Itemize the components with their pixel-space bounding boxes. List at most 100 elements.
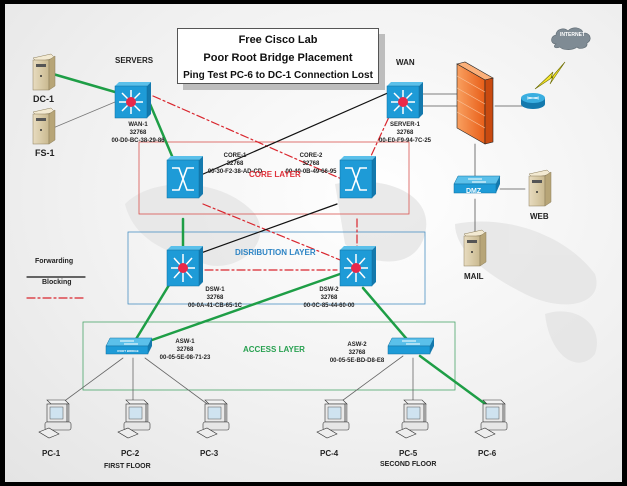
root-bridge-badge: ROOT BRIDGE <box>117 349 139 353</box>
pc1-icon[interactable] <box>38 399 72 439</box>
dc1-label: DC-1 <box>33 94 55 104</box>
pc2-label: PC-2 <box>121 449 140 458</box>
link-asw2-pc6 <box>418 354 490 408</box>
internet-label: INTERNET <box>560 32 585 38</box>
link-asw1-pc3 <box>144 357 211 407</box>
link-asw1-pc1 <box>54 357 124 409</box>
legend-blocking-label: Blocking <box>42 279 72 286</box>
core2-priority: 32768 <box>302 161 320 167</box>
dmz-switch-icon[interactable] <box>453 175 501 194</box>
core-switch-core1-icon[interactable] <box>166 156 203 199</box>
network-diagram-canvas: Free Cisco Lab Poor Root Bridge Placemen… <box>5 4 622 482</box>
server1-mac: 00-E0-F9-94-7C-25 <box>378 138 432 144</box>
pc5-icon[interactable] <box>395 399 429 439</box>
pc6-icon[interactable] <box>474 399 508 439</box>
l3-switch-server1-icon[interactable] <box>386 82 423 119</box>
asw1-name: ASW-1 <box>175 339 195 345</box>
pc1-label: PC-1 <box>42 449 61 458</box>
access-layer-box <box>82 321 456 391</box>
title-line-2: Poor Root Bridge Placement <box>203 52 353 64</box>
server-dc1-icon[interactable] <box>32 53 56 91</box>
core-layer-box <box>138 141 410 215</box>
asw2-name: ASW-2 <box>347 342 367 348</box>
first-floor-label: FIRST FLOOR <box>104 463 151 470</box>
servers-group-label: SERVERS <box>115 56 154 65</box>
dsw2-name: DSW-2 <box>319 287 339 293</box>
link-core1-server1 <box>184 91 391 183</box>
link-dc1-wan1 <box>51 72 117 94</box>
pc-icons <box>38 399 508 439</box>
asw1-priority: 32768 <box>176 347 194 353</box>
pc3-label: PC-3 <box>200 449 219 458</box>
core1-name: CORE-1 <box>223 153 247 159</box>
asw2-info: ASW-2 32768 00-05-5E-BD-D8-E8 <box>327 341 387 365</box>
title-box: Free Cisco Lab Poor Root Bridge Placemen… <box>177 28 379 84</box>
mail-label: MAIL <box>464 272 484 281</box>
l3-switch-dsw2-icon[interactable] <box>339 246 376 287</box>
l3-switch-wan1-icon[interactable] <box>114 82 151 119</box>
core1-priority: 32768 <box>226 161 244 167</box>
server-fs1-icon[interactable] <box>32 107 56 145</box>
fs1-label: FS-1 <box>35 148 55 158</box>
server1-info: SERVER-1 32768 00-E0-F9-94-7C-25 <box>375 121 435 145</box>
title-line-3: Ping Test PC-6 to DC-1 Connection Lost <box>183 70 373 81</box>
firewall-icon[interactable] <box>456 61 494 145</box>
pc6-label: PC-6 <box>478 449 497 458</box>
server1-name: SERVER-1 <box>390 122 420 128</box>
wan1-priority: 32768 <box>129 130 147 136</box>
l3-switch-dsw1-icon[interactable] <box>166 246 203 287</box>
dsw2-priority: 32768 <box>320 295 338 301</box>
legend-forwarding-label: Forwarding <box>35 258 74 265</box>
link-dsw2-asw2 <box>361 286 413 346</box>
world-map-background <box>125 181 597 363</box>
asw1-mac: 00-05-5E-08-71-23 <box>159 355 211 361</box>
dsw1-priority: 32768 <box>206 295 224 301</box>
dsw1-name: DSW-1 <box>205 287 225 293</box>
core-switch-core2-icon[interactable] <box>339 156 376 199</box>
link-dsw2-asw1 <box>133 272 342 348</box>
server-web-icon[interactable] <box>528 169 552 207</box>
core2-info: CORE-2 32768 00-40-0B-49-66-95 <box>281 152 341 176</box>
dsw1-mac: 00-0A-41-CB-65-1C <box>187 303 243 309</box>
link-asw2-pc4 <box>334 355 404 407</box>
pc4-icon[interactable] <box>316 399 350 439</box>
internet-cloud-icon[interactable] <box>551 27 591 50</box>
server1-priority: 32768 <box>396 130 414 136</box>
core1-info: CORE-1 32768 00-30-F2-38-AD-CD <box>205 152 265 176</box>
pc5-label: PC-5 <box>399 449 418 458</box>
asw1-info: ASW-1 32768 00-05-5E-08-71-23 <box>155 338 215 362</box>
wan1-name: WAN-1 <box>128 122 148 128</box>
wan1-info: WAN-1 32768 00-D0-BC-38-29-86 <box>108 121 168 145</box>
dsw1-info: DSW-1 32768 00-0A-41-CB-65-1C <box>185 286 245 310</box>
link-core1-dsw2-blocking <box>202 203 356 267</box>
link-fs1-wan1 <box>52 101 116 129</box>
second-floor-label: SECOND FLOOR <box>380 461 437 468</box>
access-switch-asw1-icon[interactable] <box>105 337 153 355</box>
asw2-mac: 00-05-5E-BD-D8-E8 <box>329 358 385 364</box>
dsw2-info: DSW-2 32768 00-0C-85-44-60-00 <box>299 286 359 310</box>
title-line-1: Free Cisco Lab <box>238 34 318 46</box>
link-core2-dsw1 <box>186 203 338 259</box>
access-layer-label: ACCESS LAYER <box>243 345 305 354</box>
access-switch-asw2-icon[interactable] <box>387 337 435 355</box>
diagram-svg <box>26 27 597 439</box>
core1-mac: 00-30-F2-38-AD-CD <box>207 169 263 175</box>
dsw2-mac: 00-0C-85-44-60-00 <box>303 303 355 309</box>
distribution-layer-label: DISRIBUTION LAYER <box>235 248 316 257</box>
wan-group-label: WAN <box>396 58 415 67</box>
wan1-mac: 00-D0-BC-38-29-86 <box>111 138 165 144</box>
dmz-label: DMZ <box>466 188 482 195</box>
link-wan1-core2-blocking <box>152 95 354 185</box>
pc2-icon[interactable] <box>117 399 151 439</box>
web-label: WEB <box>530 212 549 221</box>
distribution-layer-box <box>127 231 426 305</box>
router-icon[interactable] <box>521 93 545 109</box>
pc4-label: PC-4 <box>320 449 339 458</box>
server-mail-icon[interactable] <box>463 229 487 267</box>
links <box>26 72 526 409</box>
core-layer-label: CORE LAYER <box>249 170 301 179</box>
asw2-priority: 32768 <box>348 350 366 356</box>
core2-name: CORE-2 <box>299 153 323 159</box>
link-server1-core2-blocking <box>357 103 396 185</box>
pc3-icon[interactable] <box>196 399 230 439</box>
